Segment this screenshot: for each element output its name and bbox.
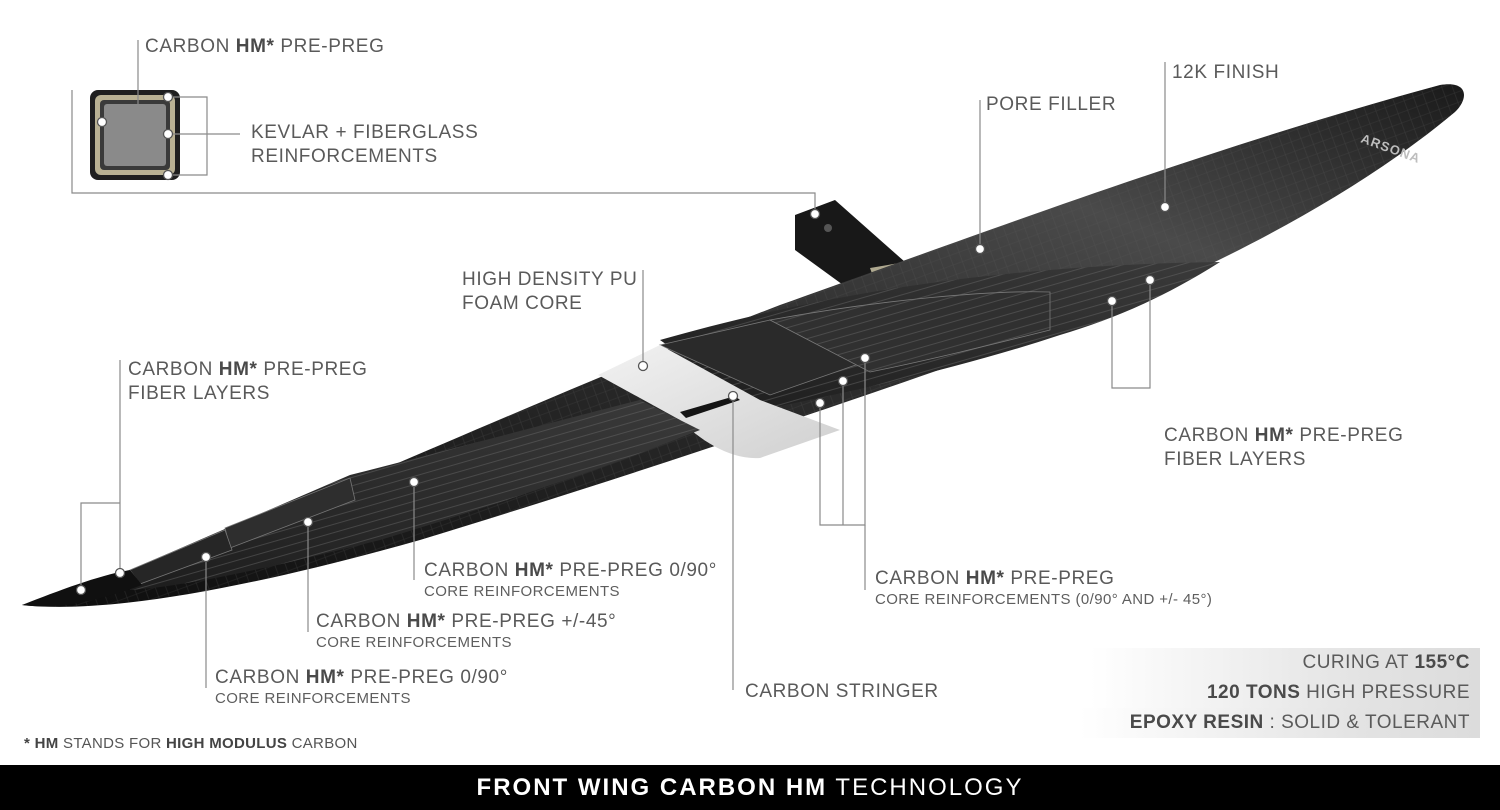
label-core-mixed: CARBON HM* PRE-PREG CORE REINFORCEMENTS … (875, 568, 1213, 608)
label-foam-core: HIGH DENSITY PU FOAM CORE (462, 269, 638, 314)
wing-body: ARSONA (22, 84, 1465, 607)
wing-cross-section-diagram: ARSONA (22, 40, 1465, 690)
spec-epoxy: EPOXY RESIN : SOLID & TOLERANT (1080, 708, 1480, 738)
label-kevlar-fiberglass: KEVLAR + FIBERGLASS REINFORCEMENTS (251, 122, 479, 167)
spec-curing: CURING AT 155°C (1090, 648, 1480, 678)
label-carbon-hm-preprag-top: CARBON HM* PRE-PREG (145, 36, 385, 57)
cross-section-inset (90, 90, 180, 180)
label-fiber-layers-left: CARBON HM* PRE-PREG FIBER LAYERS (128, 359, 368, 404)
callout-dots (75, 91, 1171, 596)
spec-pressure: 120 TONS HIGH PRESSURE (1090, 678, 1480, 708)
leader-lines (71, 40, 1166, 690)
label-carbon-stringer: CARBON STRINGER (745, 681, 939, 702)
label-core-45: CARBON HM* PRE-PREG +/-45° CORE REINFORC… (316, 611, 617, 651)
label-pore-filler: PORE FILLER (986, 94, 1117, 115)
label-fiber-layers-right: CARBON HM* PRE-PREG FIBER LAYERS (1164, 425, 1404, 470)
footnote: * HM STANDS FOR HIGH MODULUS CARBON (24, 735, 358, 752)
title-banner: FRONT WING CARBON HM TECHNOLOGY (0, 765, 1500, 810)
label-core-090-lower: CARBON HM* PRE-PREG 0/90° CORE REINFORCE… (215, 667, 508, 707)
label-12k-finish: 12K FINISH (1172, 62, 1280, 83)
label-core-090-upper: CARBON HM* PRE-PREG 0/90° CORE REINFORCE… (424, 560, 717, 600)
